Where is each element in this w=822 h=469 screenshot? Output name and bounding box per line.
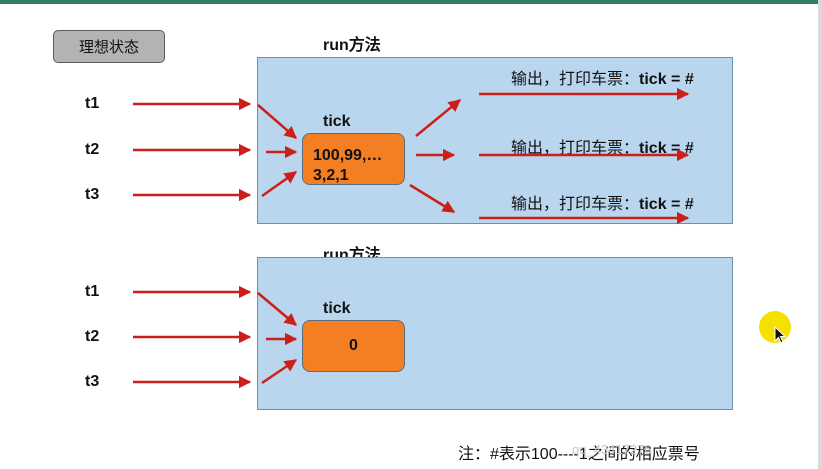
top-tick-value-line2: 3,2,1 xyxy=(313,167,349,184)
output-1-suffix: tick = # xyxy=(639,71,694,88)
output-1-prefix: 输出，打印车票： xyxy=(511,71,640,88)
top-tick-label: tick xyxy=(323,113,351,130)
top-thread-t1: t1 xyxy=(85,95,100,112)
bottom-thread-t2: t2 xyxy=(85,328,100,345)
top-accent-bar xyxy=(0,0,822,4)
mouse-pointer-icon xyxy=(774,326,786,344)
top-tick-box: 100,99,… 3,2,1 xyxy=(302,133,405,185)
output-2-prefix: 输出，打印车票： xyxy=(511,140,640,157)
top-in-arrow-1 xyxy=(257,104,297,139)
bottom-tick-box: 0 xyxy=(302,320,405,372)
top-out-arrow-1 xyxy=(415,99,461,137)
right-edge-bar xyxy=(818,0,822,469)
top-output-3: 输出，打印车票：tick = # xyxy=(511,190,694,214)
bottom-tick-value: 0 xyxy=(349,337,358,354)
top-tick-value-line1: 100,99,… xyxy=(313,147,383,164)
bottom-thread-t3: t3 xyxy=(85,373,100,390)
output-3-suffix: tick = # xyxy=(639,196,694,213)
bottom-in-arrow-3 xyxy=(261,358,298,385)
bottom-tick-label: tick xyxy=(323,300,351,317)
ideal-state-label: 理想状态 xyxy=(53,30,165,63)
top-thread-t2: t2 xyxy=(85,141,100,158)
watermark: qq_43417276 xyxy=(572,442,652,457)
top-run-method-label: run方法 xyxy=(323,37,381,54)
output-3-prefix: 输出，打印车票： xyxy=(511,196,640,213)
bottom-thread-t1: t1 xyxy=(85,283,100,300)
footnote: 注：#表示100----1之间的相应票号 xyxy=(458,446,700,463)
top-thread-t3: t3 xyxy=(85,186,100,203)
top-output-1: 输出，打印车票：tick = # xyxy=(511,65,694,89)
bottom-in-arrow-1 xyxy=(257,292,297,326)
top-in-arrow-3 xyxy=(261,170,298,198)
top-out-arrow-3 xyxy=(409,183,456,214)
